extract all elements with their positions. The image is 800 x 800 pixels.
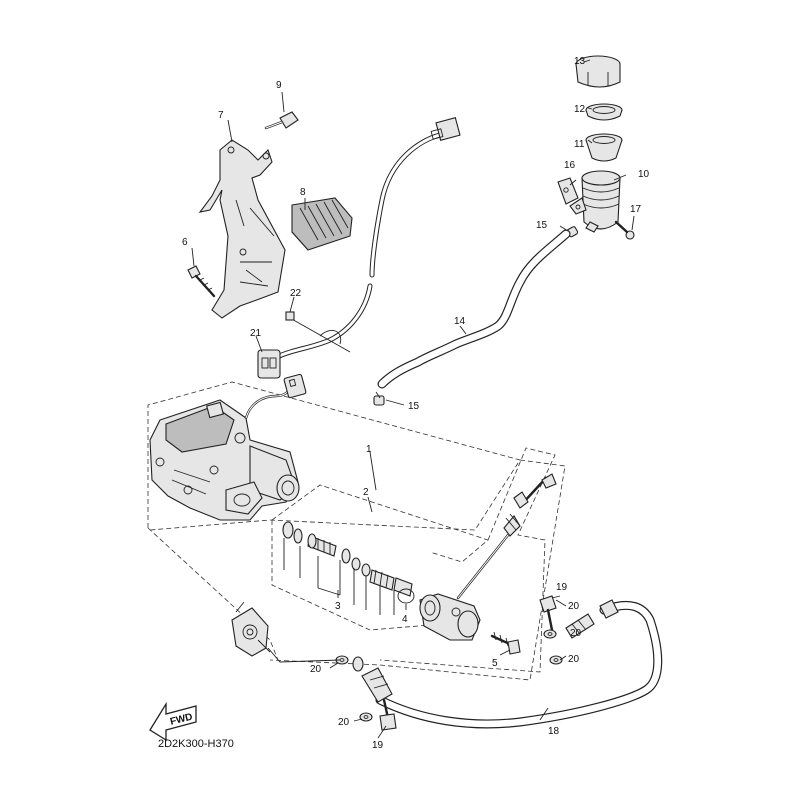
hydraulic-hose[interactable] xyxy=(361,599,663,729)
callout-16: 16 xyxy=(564,160,576,171)
callout-4: 4 xyxy=(402,614,408,625)
callout-17: 17 xyxy=(630,204,642,215)
union-bolt-right[interactable] xyxy=(539,595,557,632)
slave-cylinder[interactable] xyxy=(419,593,481,641)
callout-7: 7 xyxy=(218,110,224,121)
callout-9: 9 xyxy=(276,80,282,91)
coupler[interactable] xyxy=(257,349,281,379)
cable-clamp[interactable] xyxy=(285,311,351,353)
callout-12: 12 xyxy=(574,104,586,115)
bolt-9[interactable] xyxy=(264,111,299,130)
reservoir-diaphragm[interactable] xyxy=(585,133,623,162)
reservoir-tank[interactable] xyxy=(569,170,621,233)
callout-20-left: 20 xyxy=(310,664,322,675)
callout-15-lower: 15 xyxy=(408,401,420,412)
clutch-actuator[interactable] xyxy=(149,399,300,521)
washers[interactable] xyxy=(335,629,563,722)
reservoir-bracket[interactable] xyxy=(557,177,579,205)
callout-19-bottom: 19 xyxy=(372,740,384,751)
screw-17[interactable] xyxy=(614,220,635,240)
callout-11: 11 xyxy=(574,139,585,150)
diagram-code: 2D2K300-H370 xyxy=(158,738,234,750)
callout-6: 6 xyxy=(182,237,188,248)
rectifier-regulator[interactable] xyxy=(291,197,353,251)
leader-lines xyxy=(191,59,635,739)
fwd-arrow-icon: FWD xyxy=(149,701,197,742)
bleeder-valve[interactable] xyxy=(231,601,341,663)
callout-8: 8 xyxy=(300,187,306,198)
union-bolt-bottom[interactable] xyxy=(379,698,397,731)
callout-20-bottom: 20 xyxy=(338,717,350,728)
bracket[interactable] xyxy=(198,139,286,319)
reservoir-plate[interactable] xyxy=(585,103,623,121)
bleed-pipe[interactable] xyxy=(456,473,557,600)
piston-kit[interactable] xyxy=(282,521,415,615)
callout-21: 21 xyxy=(250,328,262,339)
reservoir-hose[interactable] xyxy=(377,229,571,389)
callout-20-right-middle: 20 xyxy=(570,628,582,639)
bolt-6[interactable] xyxy=(187,265,216,298)
callout-2: 2 xyxy=(363,487,369,498)
bolt-5[interactable] xyxy=(490,631,521,655)
callout-22: 22 xyxy=(290,288,302,299)
actuator-wire[interactable] xyxy=(244,373,307,420)
callout-15-upper: 15 xyxy=(536,220,548,231)
callout-5: 5 xyxy=(492,658,498,669)
callout-14: 14 xyxy=(454,316,466,327)
callout-18: 18 xyxy=(548,726,560,737)
callout-10: 10 xyxy=(638,169,650,180)
callout-20-right-lower: 20 xyxy=(568,654,580,665)
reservoir-cap[interactable] xyxy=(575,55,621,88)
callout-3: 3 xyxy=(335,601,341,612)
fwd-label: FWD xyxy=(169,712,194,728)
callout-20-right-upper: 20 xyxy=(568,601,580,612)
hose-clip-lower[interactable] xyxy=(373,391,385,406)
wire-harness[interactable] xyxy=(272,117,461,361)
callout-1: 1 xyxy=(366,444,372,455)
callout-19-right: 19 xyxy=(556,582,568,593)
callout-13: 13 xyxy=(574,56,586,67)
assembly-outline-2 xyxy=(271,447,556,673)
